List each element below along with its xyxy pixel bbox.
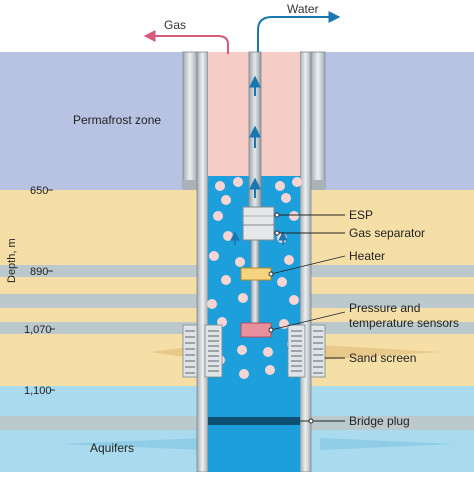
pressure-sensors-label-line2: temperature sensors (349, 316, 459, 330)
depth-tick-1070: 1,070 (24, 324, 52, 336)
gas-bubble (221, 275, 231, 285)
outer-casing-right (310, 51, 326, 189)
heater-leader-dot (268, 271, 274, 277)
gas-bubble (292, 177, 302, 187)
sand-screens (182, 324, 326, 378)
pressure-leader (270, 311, 346, 331)
gas-bubble (207, 299, 217, 309)
gas-bubble (289, 295, 299, 305)
gas-bubble (238, 293, 248, 303)
heater-label: Heater (349, 249, 385, 263)
heater (240, 267, 272, 281)
water-out-arrow (257, 11, 341, 52)
gas-bubble (217, 317, 227, 327)
depth-axis: Depth, m 650 890 1,070 1,100 (6, 185, 55, 397)
gas-bubble (221, 195, 231, 205)
aquifer-lens (60, 438, 205, 450)
bridge-plug-leader-dot (308, 418, 314, 424)
gas-separator-label: Gas separator (349, 226, 425, 240)
screen-slots (208, 330, 302, 372)
gas-bubble (277, 277, 287, 287)
gas-bubble (233, 177, 243, 187)
sand-screen-outer-left (182, 324, 198, 378)
gas-bubble (239, 369, 249, 379)
gas-bubble (213, 211, 223, 221)
depth-tick-650: 650 (30, 185, 48, 197)
depth-tick-1100: 1,100 (24, 385, 52, 397)
permafrost-zone-label: Permafrost zone (73, 113, 161, 127)
depth-axis-label: Depth, m (6, 238, 18, 283)
callout-labels: ESP Gas separator Heater Pressure and te… (349, 208, 459, 428)
tool-string (250, 239, 260, 331)
gas-bubble (263, 347, 273, 357)
outer-casing-left (182, 51, 198, 189)
pressure-leader-dot (268, 327, 274, 333)
esp-label: ESP (349, 208, 373, 222)
gas-label: Gas (164, 18, 186, 32)
inner-casing-right (299, 51, 312, 473)
bridge-plug (208, 417, 300, 425)
outer-shoe-right (311, 180, 325, 190)
gas-bubble (281, 193, 291, 203)
gas-separator-leader-dot (274, 230, 280, 236)
callout-leaders (268, 212, 346, 424)
inner-casing-left (196, 51, 209, 473)
esp-leader-dot (274, 212, 280, 218)
gas-bubble (215, 181, 225, 191)
gas-bubble (235, 257, 245, 267)
gas-bubble (284, 255, 294, 265)
gas-bubble (237, 345, 247, 355)
gas-out-arrow (143, 30, 229, 54)
sand-screen-outer-right (310, 324, 326, 378)
gas-bubble (265, 365, 275, 375)
sand-lens (320, 345, 440, 360)
gas-separator (242, 224, 275, 241)
gas-bubble (289, 211, 299, 221)
aquifer-lens (320, 438, 455, 450)
sand-screen-label: Sand screen (349, 351, 416, 365)
bridge-plug-label: Bridge plug (349, 414, 410, 428)
flow-arrows (143, 11, 341, 245)
outer-shoe-left (183, 180, 197, 190)
heater-leader (270, 255, 346, 275)
gas-bubble (275, 181, 285, 191)
aquifers-label: Aquifers (90, 441, 134, 455)
outer-casing (182, 51, 326, 190)
depth-tick-890: 890 (30, 266, 48, 278)
gas-bubble (223, 231, 233, 241)
pressure-temperature-sensor (240, 322, 272, 338)
gas-bubble (209, 251, 219, 261)
water-label: Water (287, 2, 319, 16)
pressure-sensors-label-line1: Pressure and (349, 301, 420, 315)
